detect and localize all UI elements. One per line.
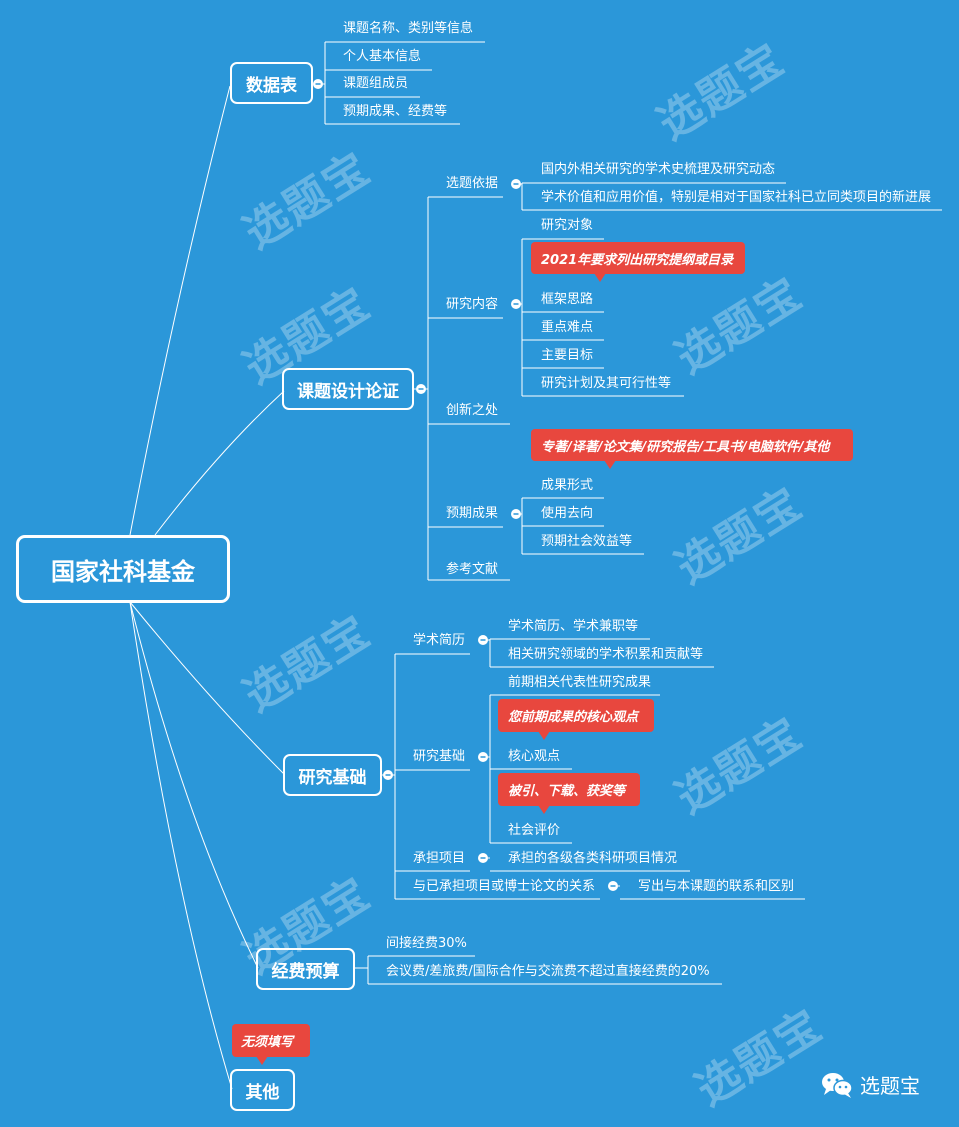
watermark: 选题宝: [649, 33, 794, 151]
watermark: 选题宝: [235, 605, 380, 723]
logo-text: 选题宝: [860, 1074, 920, 1098]
subtopic-references[interactable]: 参考文献: [446, 562, 499, 577]
subtopic-projects[interactable]: 承担项目: [413, 851, 466, 866]
node-other[interactable]: 其他: [230, 1069, 295, 1111]
leaf-label[interactable]: 学术价值和应用价值，特别是相对于国家社科已立同类项目的新进展: [541, 190, 932, 205]
leaf-label[interactable]: 使用去向: [541, 506, 594, 521]
node-budget[interactable]: 经费预算: [256, 948, 355, 990]
node-design[interactable]: 课题设计论证: [282, 368, 414, 410]
watermark: 选题宝: [235, 142, 380, 260]
leaf-label[interactable]: 写出与本课题的联系和区别: [638, 879, 795, 894]
leaf-label[interactable]: 框架思路: [541, 292, 594, 307]
callout-note: 专著/译著/论文集/研究报告/工具书/电脑软件/其他: [531, 429, 853, 461]
watermark: 选题宝: [667, 707, 812, 825]
wechat-icon: [822, 1072, 853, 1098]
callout-pointer: [604, 460, 616, 469]
root-node[interactable]: 国家社科基金: [16, 535, 230, 603]
subtopic-basis[interactable]: 选题依据: [446, 176, 499, 191]
leaf-label[interactable]: 重点难点: [541, 320, 594, 335]
watermark: 选题宝: [667, 267, 812, 385]
callout-pointer: [256, 1056, 268, 1065]
leaf-label[interactable]: 核心观点: [508, 749, 561, 764]
leaf-label[interactable]: 研究计划及其可行性等: [541, 376, 672, 391]
node-data-table[interactable]: 数据表: [230, 62, 313, 104]
callout-note: 被引、下载、获奖等: [498, 773, 640, 806]
subtopic-innovation[interactable]: 创新之处: [446, 403, 499, 418]
leaf-label[interactable]: 社会评价: [508, 823, 561, 838]
leaf-label[interactable]: 学术简历、学术兼职等: [508, 619, 639, 634]
leaf-label[interactable]: 个人基本信息: [343, 49, 422, 64]
subtopic-outcomes[interactable]: 预期成果: [446, 506, 499, 521]
subtopic-resume[interactable]: 学术简历: [413, 633, 466, 648]
watermark: 选题宝: [667, 477, 812, 595]
leaf-label[interactable]: 研究对象: [541, 218, 594, 233]
callout-pointer: [538, 731, 550, 740]
leaf-label[interactable]: 前期相关代表性研究成果: [508, 675, 652, 690]
subtopic-content[interactable]: 研究内容: [446, 297, 499, 312]
leaf-label[interactable]: 承担的各级各类科研项目情况: [508, 851, 678, 866]
watermark: 选题宝: [687, 999, 832, 1117]
leaf-label[interactable]: 相关研究领域的学术积累和贡献等: [508, 647, 704, 662]
leaf-label[interactable]: 课题名称、类别等信息: [343, 21, 474, 36]
callout-note: 2021年要求列出研究提纲或目录: [531, 242, 745, 274]
callout-pointer: [538, 805, 550, 814]
node-foundation[interactable]: 研究基础: [283, 754, 382, 796]
leaf-label[interactable]: 预期社会效益等: [541, 534, 633, 549]
leaf-label[interactable]: 主要目标: [541, 348, 594, 363]
callout-note: 您前期成果的核心观点: [498, 699, 654, 732]
brand-logo: 选题宝: [820, 1070, 920, 1099]
leaf-label[interactable]: 间接经费30%: [386, 936, 467, 951]
subtopic-basis[interactable]: 研究基础: [413, 749, 466, 764]
leaf-label[interactable]: 课题组成员: [343, 76, 409, 91]
leaf-label[interactable]: 国内外相关研究的学术史梳理及研究动态: [541, 162, 776, 177]
leaf-label[interactable]: 成果形式: [541, 478, 594, 493]
callout-pointer: [594, 273, 606, 282]
leaf-label[interactable]: 预期成果、经费等: [343, 104, 448, 119]
leaf-label[interactable]: 会议费/差旅费/国际合作与交流费不超过直接经费的20%: [386, 964, 710, 979]
callout-note: 无须填写: [232, 1024, 310, 1057]
subtopic-relation[interactable]: 与已承担项目或博士论文的关系: [413, 879, 596, 894]
